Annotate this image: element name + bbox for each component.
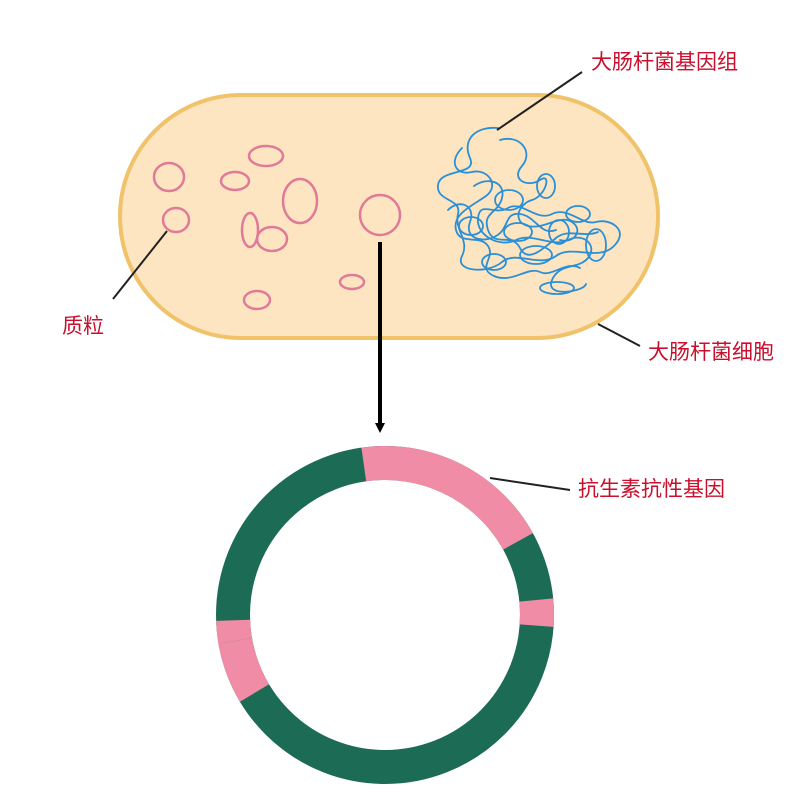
gene-segment-right [519,598,554,627]
resistance-gene-leader-line [489,477,571,491]
genome-dna [437,127,621,295]
plasmid-leader-line [112,230,168,300]
gene-segment-left-lower [218,637,270,702]
plasmid-small [161,206,191,234]
plasmid-small [219,170,251,192]
plasmid-small [152,161,186,193]
resistance-gene-label: 抗生素抗性基因 [578,477,725,501]
plasmid-small [240,211,260,249]
plasmid-ring [216,446,554,784]
gene-segment-left [216,619,252,644]
leader-lines [112,71,641,491]
plasmid-group [152,144,402,311]
plasmid-small [281,177,319,225]
plasmid-small [247,144,285,168]
cell-leader-line [597,323,641,347]
plasmid-label: 质粒 [62,314,104,338]
plasmid-small [242,289,272,311]
ecoli-cell [118,93,660,340]
genome-label: 大肠杆菌基因组 [591,50,738,74]
plasmid-small [338,273,366,291]
plasmid-highlighted [358,193,402,237]
resistance-gene-segment [361,446,533,550]
plasmid-small [255,225,289,253]
genome-leader-line [496,71,583,131]
cell-label: 大肠杆菌细胞 [648,340,774,364]
